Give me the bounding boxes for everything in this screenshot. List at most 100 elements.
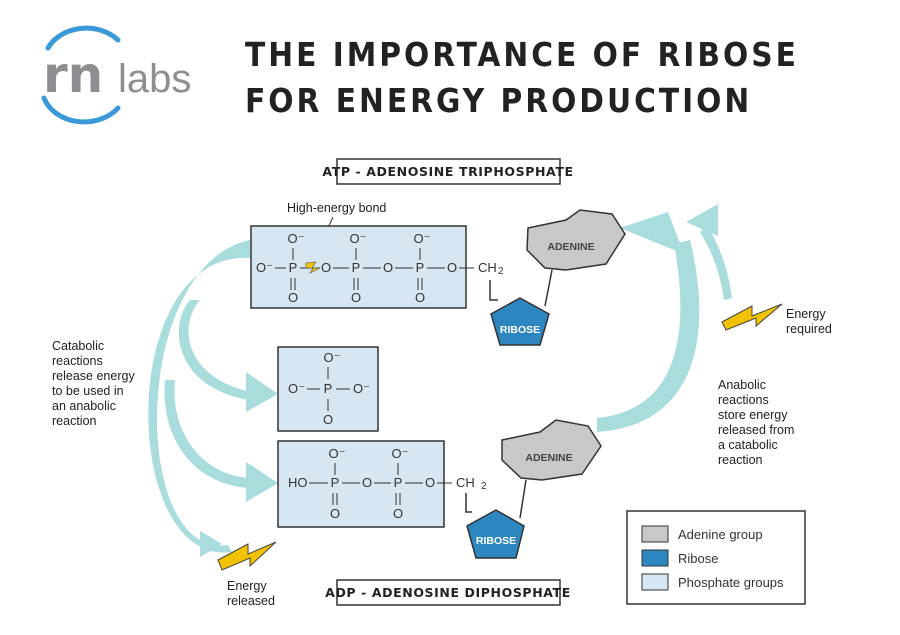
- free-phosphate-left: O⁻: [288, 381, 305, 396]
- energy-released-line-1: Energy: [227, 579, 267, 593]
- legend-swatch-phosphate: [641, 573, 669, 591]
- energy-released: Energy released: [217, 541, 277, 608]
- catabolic-line-6: reaction: [52, 414, 97, 428]
- atp-ribose-shape: [490, 297, 550, 346]
- adp-top-o-2: O⁻: [392, 446, 409, 461]
- anabolic-line-5: a catabolic: [718, 438, 778, 452]
- adp-heading-text: ADP - ADENOSINE DIPHOSPHATE: [325, 585, 571, 600]
- adp-bottom-o-1: O: [330, 506, 340, 521]
- legend-swatch-adenine: [641, 525, 669, 543]
- catabolic-line-5: an anabolic: [52, 399, 116, 413]
- arrow-to-energy-released: [148, 240, 250, 553]
- adp-bottom-o-2: O: [393, 506, 403, 521]
- adp-o-1: O: [362, 475, 372, 490]
- anabolic-line-1: Anabolic: [718, 378, 766, 392]
- high-energy-bond-label: High-energy bond: [287, 201, 386, 215]
- atp-ch-sub: 2: [498, 266, 504, 277]
- atp-ch: CH: [478, 260, 497, 275]
- adp-p-1: P: [331, 475, 340, 490]
- atp-o-3: O: [447, 260, 457, 275]
- catabolic-note: Catabolic reactions release energy to be…: [52, 339, 135, 428]
- catabolic-line-4: to be used in: [52, 384, 124, 398]
- atp-adenine-label: ADENINE: [547, 241, 594, 253]
- atp-heading-text: ATP - ADENOSINE TRIPHOSPHATE: [322, 164, 573, 179]
- energy-required-bolt-icon: [721, 303, 783, 331]
- logo-labs-text: labs: [118, 57, 191, 101]
- high-energy-bond-icon: [305, 261, 321, 274]
- atp-p-3: P: [416, 260, 425, 275]
- energy-required-line-1: Energy: [786, 307, 826, 321]
- adp-p-2: P: [394, 475, 403, 490]
- atp-o-1: O: [321, 260, 331, 275]
- energy-released-line-2: released: [227, 594, 275, 608]
- page-title-line1: THE IMPORTANCE OF RIBOSE: [245, 35, 799, 74]
- adp-start-ho: HO: [288, 475, 308, 490]
- atp-nucleoside: RIBOSE ADENINE: [489, 209, 626, 346]
- atp-top-o-2: O⁻: [350, 231, 367, 246]
- arrow-adp-to-atp: [597, 240, 700, 432]
- free-phosphate: O⁻ O⁻ P O⁻ O: [277, 346, 379, 432]
- logo-arc-top: [45, 25, 121, 51]
- legend-swatch-ribose: [641, 549, 669, 567]
- rn-labs-logo: rn labs: [41, 25, 191, 125]
- atp-heading: ATP - ADENOSINE TRIPHOSPHATE: [322, 158, 573, 185]
- free-phosphate-box: [277, 346, 379, 432]
- adp-adenine-label: ADENINE: [525, 452, 572, 464]
- adp-phosphate-chain: O⁻ O⁻ HO P O P O CH 2 O O: [277, 440, 487, 528]
- adp-ribose-shape: [466, 509, 525, 559]
- atp-o-2: O: [383, 260, 393, 275]
- catabolic-arrows: [148, 240, 278, 557]
- legend: Adenine group Ribose Phosphate groups: [626, 510, 806, 605]
- adp-adenine-shape: [501, 419, 602, 481]
- legend-label-ribose: Ribose: [678, 551, 718, 566]
- free-phosphate-p: P: [324, 381, 333, 396]
- atp-adenine-shape: [526, 209, 626, 271]
- arrow-head-adp: [246, 462, 278, 502]
- atp-heading-box: [336, 158, 561, 185]
- atp-start-o: O⁻: [256, 260, 273, 275]
- anabolic-line-3: store energy: [718, 408, 788, 422]
- free-phosphate-right: O⁻: [353, 381, 370, 396]
- page-title-line2: FOR ENERGY PRODUCTION: [245, 81, 752, 120]
- legend-label-adenine: Adenine group: [678, 527, 763, 542]
- arrow-to-adp: [164, 380, 250, 488]
- catabolic-line-1: Catabolic: [52, 339, 104, 353]
- atp-phosphate-box: [250, 225, 467, 309]
- atp-bottom-o-1: O: [288, 290, 298, 305]
- arrow-head-energy-required: [686, 204, 718, 236]
- adp-ch: CH: [456, 475, 475, 490]
- atp-bottom-o-3: O: [415, 290, 425, 305]
- energy-required-line-2: required: [786, 322, 832, 336]
- free-phosphate-bottom: O: [323, 412, 333, 427]
- arrow-head-energy-released: [200, 531, 222, 557]
- arrow-head-phosphate: [246, 372, 278, 412]
- adp-top-o-1: O⁻: [329, 446, 346, 461]
- energy-released-bolt-icon: [217, 541, 277, 571]
- atp-top-o-1: O⁻: [288, 231, 305, 246]
- adp-o-2: O: [425, 475, 435, 490]
- atp-top-o-3: O⁻: [414, 231, 431, 246]
- energy-required: Energy required: [721, 303, 832, 336]
- anabolic-line-6: reaction: [718, 453, 763, 467]
- atp-bottom-o-2: O: [351, 290, 361, 305]
- arrow-energy-required: [700, 226, 732, 300]
- catabolic-line-3: release energy: [52, 369, 135, 383]
- catabolic-line-2: reactions: [52, 354, 103, 368]
- anabolic-line-2: reactions: [718, 393, 769, 407]
- legend-label-phosphate: Phosphate groups: [678, 575, 784, 590]
- atp-ribose-label: RIBOSE: [500, 324, 540, 336]
- anabolic-arrows: [597, 204, 732, 432]
- atp-p-1: P: [289, 260, 298, 275]
- arrow-head-to-atp: [620, 212, 684, 254]
- adp-nucleoside: RIBOSE ADENINE: [465, 419, 602, 559]
- adp-phosphate-box: [277, 440, 445, 528]
- adp-heading: ADP - ADENOSINE DIPHOSPHATE: [325, 579, 571, 606]
- atp-p-2: P: [352, 260, 361, 275]
- adp-heading-box: [336, 579, 561, 606]
- atp-phosphate-chain: O⁻ O⁻ O⁻ O⁻ P O P O P O CH 2 O O O: [250, 225, 504, 309]
- anabolic-note: Anabolic reactions store energy released…: [718, 378, 794, 467]
- anabolic-line-4: released from: [718, 423, 794, 437]
- arrow-to-phosphate: [178, 300, 252, 400]
- logo-arc-bottom: [41, 95, 121, 125]
